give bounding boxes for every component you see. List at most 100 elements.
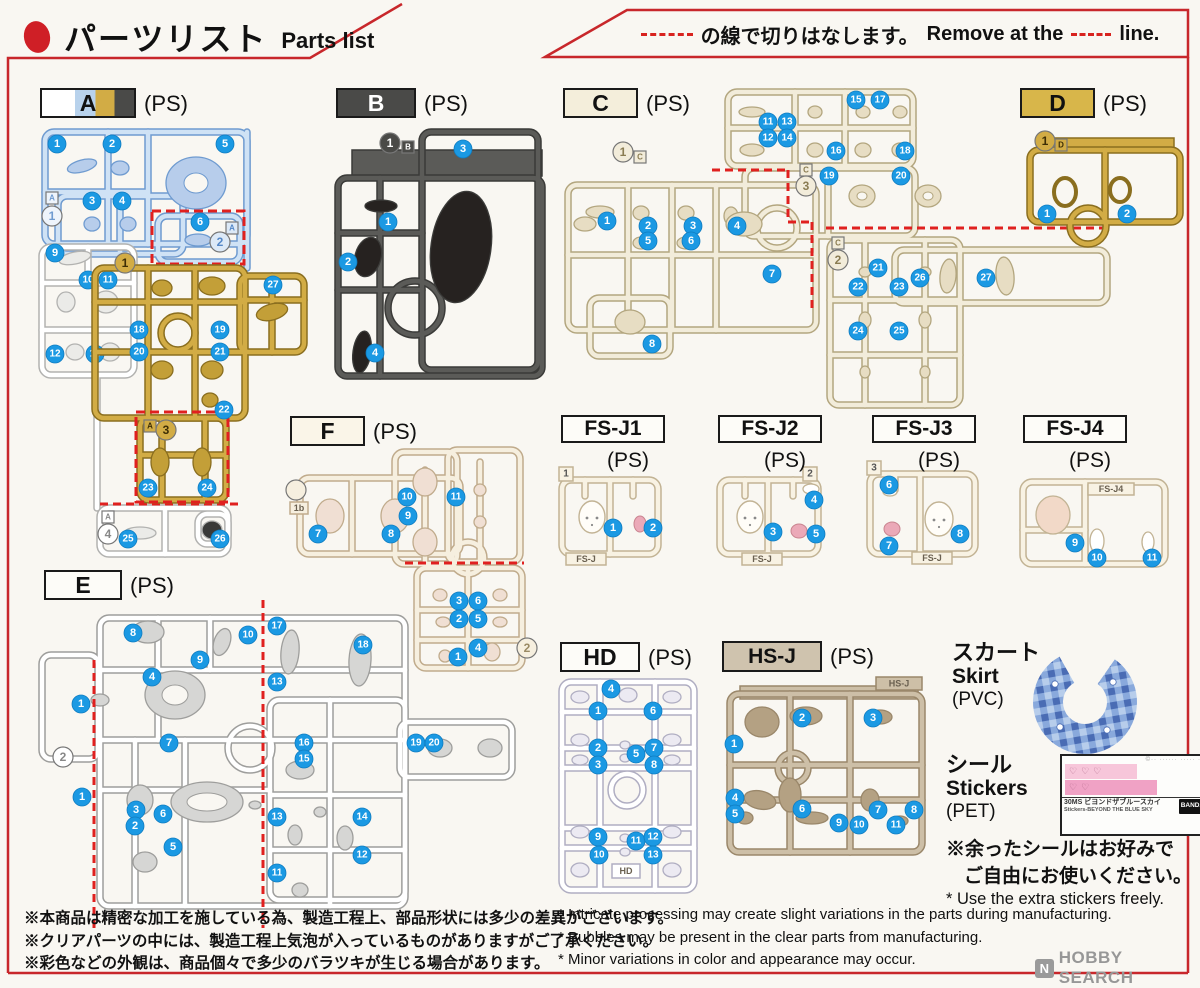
part-shape bbox=[429, 190, 493, 304]
part-shape bbox=[212, 627, 232, 657]
runner-letter-E: E bbox=[44, 570, 122, 600]
pink-part bbox=[883, 521, 901, 537]
part-callout bbox=[398, 506, 418, 526]
face-mouth bbox=[590, 523, 594, 527]
sprue-B bbox=[385, 278, 445, 338]
art-text: 12 bbox=[356, 850, 368, 861]
art-text: 7 bbox=[769, 268, 775, 280]
art-text: 16 bbox=[830, 146, 842, 157]
art-text: 1 bbox=[1042, 134, 1049, 148]
part-shape bbox=[192, 447, 212, 477]
part-callout bbox=[848, 277, 868, 297]
part-callout bbox=[889, 277, 909, 297]
art-text: 7 bbox=[651, 742, 657, 754]
part-shape bbox=[744, 706, 780, 738]
art-text: 13 bbox=[647, 850, 659, 861]
cut-line-box bbox=[150, 209, 246, 266]
part-shape bbox=[432, 588, 448, 602]
material-D: (PS) bbox=[1103, 91, 1147, 116]
art-text: 5 bbox=[813, 528, 819, 540]
part-shape bbox=[807, 105, 823, 119]
part-callout bbox=[886, 815, 906, 835]
art-text: C bbox=[835, 239, 841, 248]
runner-letter-FS-J4: FS-J4 bbox=[1023, 415, 1127, 443]
art-text: 5 bbox=[170, 841, 176, 853]
art-text: 2 bbox=[799, 712, 805, 724]
part-shape bbox=[291, 882, 309, 898]
part-callout bbox=[868, 258, 888, 278]
part-callout bbox=[123, 623, 143, 643]
part-callout bbox=[352, 807, 372, 827]
part-callout bbox=[879, 475, 899, 495]
art-text: 7 bbox=[166, 737, 172, 749]
runner-letter-tab bbox=[101, 510, 115, 524]
skirt-material: (PVC) bbox=[952, 689, 1004, 711]
art-text: 1 bbox=[620, 145, 627, 159]
part-callout bbox=[804, 490, 824, 510]
section-label-HS-J: HS-J(PS) bbox=[722, 641, 874, 672]
art-text: 4 bbox=[734, 220, 741, 232]
part-callout bbox=[190, 212, 210, 232]
runner-letter-tab bbox=[633, 150, 647, 164]
part-callout bbox=[601, 679, 621, 699]
section-label-A: A(PS) bbox=[40, 88, 188, 118]
part-callout bbox=[889, 321, 909, 341]
part-callout bbox=[102, 134, 122, 154]
part-callout bbox=[603, 518, 623, 538]
molded-tag bbox=[875, 676, 923, 691]
part-callout bbox=[352, 845, 372, 865]
part-callout bbox=[153, 804, 173, 824]
footnote-en-3: * Minor variations in color and appearan… bbox=[558, 951, 916, 968]
art-text: 3 bbox=[770, 526, 776, 538]
art-text: 12 bbox=[647, 832, 659, 843]
part-callout bbox=[879, 536, 899, 556]
part-shape bbox=[150, 447, 170, 477]
part-callout bbox=[829, 813, 849, 833]
runner-letter-FS-J3: FS-J3 bbox=[872, 415, 976, 443]
art-text: 10 bbox=[82, 275, 94, 286]
part-callout bbox=[112, 191, 132, 211]
part-callout bbox=[210, 342, 230, 362]
material-FS-J2: (PS) bbox=[764, 449, 806, 472]
art-text: 18 bbox=[357, 640, 369, 651]
art-text: 11 bbox=[763, 117, 774, 128]
runner-letter-FS-J2: FS-J2 bbox=[718, 415, 822, 443]
part-shape bbox=[919, 365, 931, 379]
art-text: 11 bbox=[103, 275, 114, 286]
skirt-hole bbox=[1103, 726, 1111, 734]
stickers-label-en: Stickers bbox=[946, 777, 1028, 801]
art-text: 15 bbox=[298, 754, 310, 765]
part-shape bbox=[473, 483, 487, 497]
part-callout bbox=[976, 268, 996, 288]
part-shape bbox=[435, 616, 451, 628]
part-callout bbox=[792, 799, 812, 819]
art-text: 8 bbox=[651, 759, 657, 771]
art-text: 17 bbox=[271, 621, 283, 632]
part-shape bbox=[918, 311, 932, 329]
part-shape bbox=[570, 862, 590, 878]
art-text: 2 bbox=[650, 522, 656, 534]
part-callout bbox=[904, 800, 924, 820]
art-text: 2 bbox=[60, 750, 67, 764]
art-text: B bbox=[405, 143, 411, 152]
sticker-row-2: ♡♡ bbox=[1065, 780, 1157, 795]
art-text: FS-J bbox=[752, 554, 772, 564]
art-text: 6 bbox=[688, 235, 694, 247]
art-text: 7 bbox=[886, 540, 892, 552]
sprue-B bbox=[335, 175, 545, 379]
pink-part bbox=[790, 523, 808, 539]
part-shape bbox=[571, 754, 589, 766]
footnote-row-1: ※本商品は精密な加工を施している為、製造工程上、部品形状には多少の差異がございま… bbox=[24, 906, 1184, 928]
art-text: 1 bbox=[54, 138, 60, 150]
part-callout bbox=[588, 701, 608, 721]
part-callout bbox=[644, 755, 664, 775]
part-callout bbox=[763, 522, 783, 542]
art-text: 16 bbox=[298, 738, 310, 749]
part-callout bbox=[870, 90, 890, 110]
art-text: 20 bbox=[428, 738, 440, 749]
page-title-en: Parts list bbox=[281, 28, 375, 53]
molded-tag bbox=[741, 552, 783, 566]
sprue-E bbox=[397, 719, 515, 780]
art-text: 8 bbox=[388, 528, 394, 540]
part-callout bbox=[267, 863, 287, 883]
